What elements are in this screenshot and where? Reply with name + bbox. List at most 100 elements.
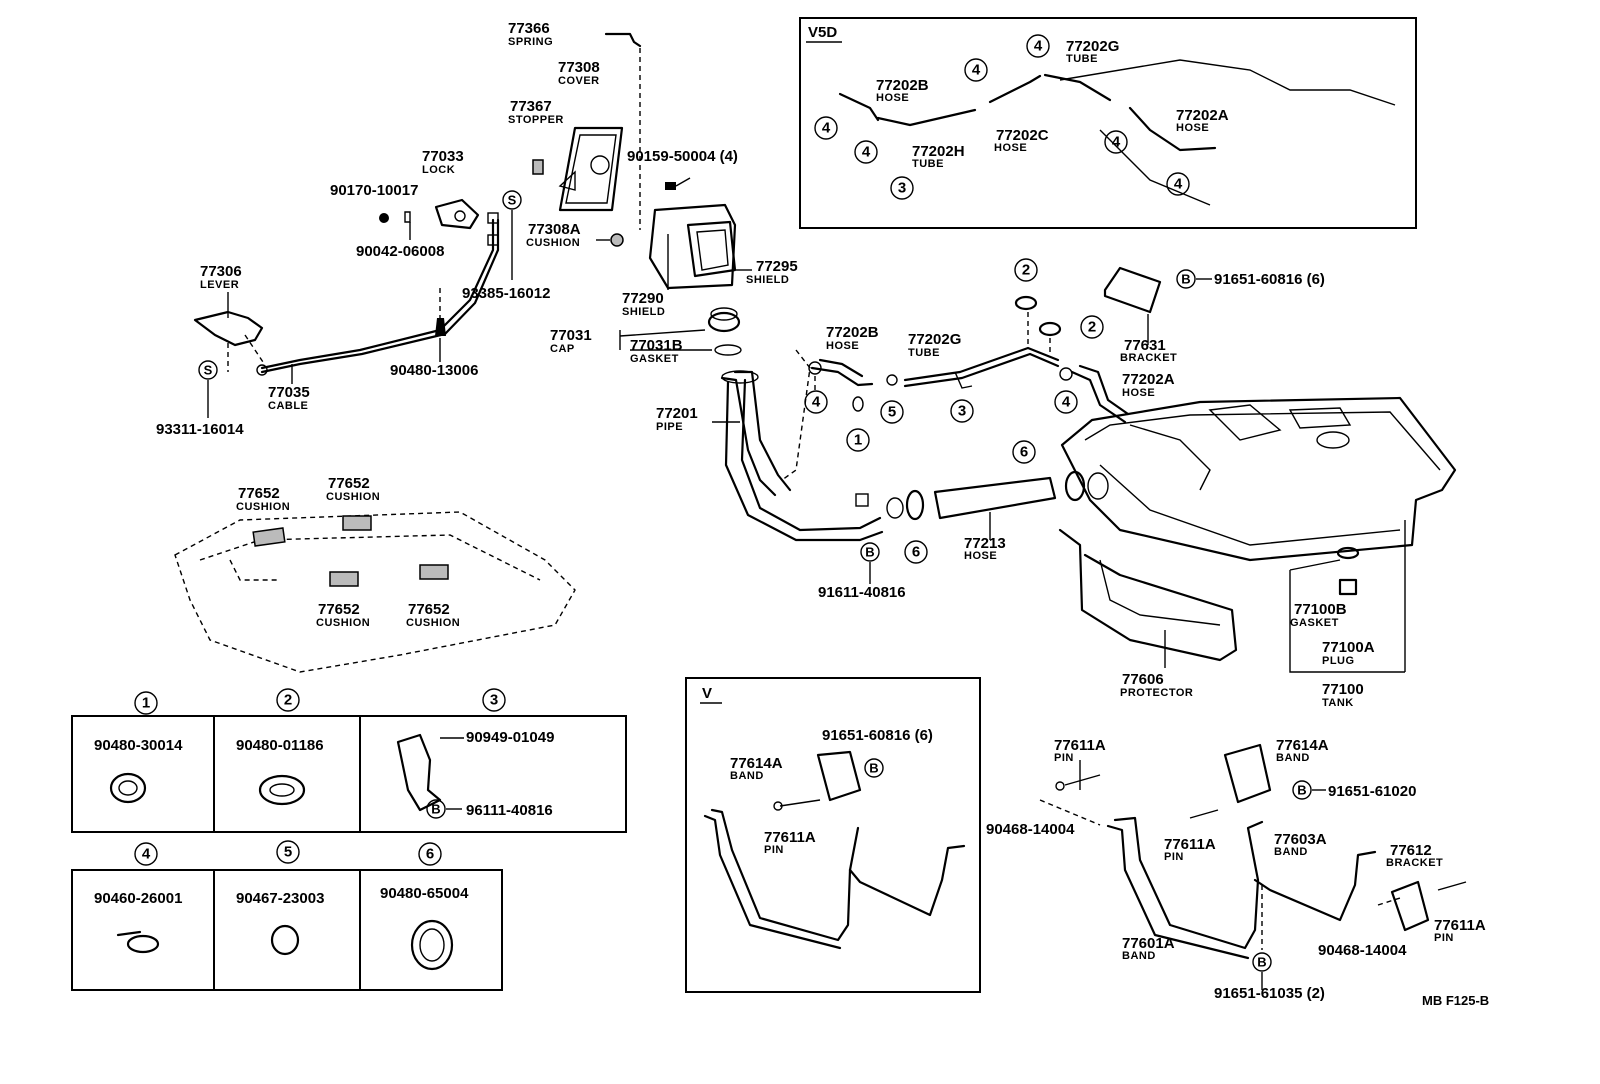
callout-3: 3 <box>898 180 906 197</box>
svg-text:77611A: 77611A <box>1434 917 1486 934</box>
svg-text:TANK: TANK <box>1322 697 1354 709</box>
svg-text:PIN: PIN <box>1434 932 1454 944</box>
callout-4: 4 <box>1112 134 1121 151</box>
callout-4: 4 <box>972 62 981 79</box>
svg-text:77295: 77295 <box>756 258 798 275</box>
label-91651-61020: 91651-61020 <box>1328 783 1416 800</box>
svg-text:GASKET: GASKET <box>630 353 679 365</box>
band-bracket-shape <box>816 750 862 802</box>
cushion-tank-outline <box>174 511 576 673</box>
svg-text:PIN: PIN <box>1054 752 1074 764</box>
svg-text:TUBE: TUBE <box>1066 53 1098 65</box>
svg-text:77213: 77213 <box>964 535 1006 552</box>
svg-text:CABLE: CABLE <box>268 400 308 412</box>
lock-shape <box>434 198 480 230</box>
band-shape <box>710 808 860 942</box>
svg-text:77202B: 77202B <box>826 324 879 341</box>
svg-text:CAP: CAP <box>550 343 575 355</box>
svg-text:SHIELD: SHIELD <box>622 306 665 318</box>
b-symbol-marker: B <box>869 761 878 776</box>
svg-text:77201: 77201 <box>656 405 698 422</box>
label-v-91651-60816: 91651-60816 (6) <box>822 727 933 744</box>
svg-text:BAND: BAND <box>1276 752 1310 764</box>
callout-markers: 1 1 2 2 2 3 3 3 4 4 4 4 4 4 4 4 4 5 5 6 … <box>134 34 1312 972</box>
bracket-77631-shape <box>1103 266 1162 314</box>
tube-v5d-shape <box>876 108 977 127</box>
svg-text:STOPPER: STOPPER <box>508 114 564 126</box>
callout-4: 4 <box>822 120 831 137</box>
svg-text:77308A: 77308A <box>528 221 581 238</box>
callout-1: 1 <box>142 695 150 712</box>
svg-text:77290: 77290 <box>622 290 664 307</box>
label-90170-10017: 90170-10017 <box>330 182 418 199</box>
svg-text:77631: 77631 <box>1124 337 1166 354</box>
b-symbol-marker: B <box>1257 955 1266 970</box>
svg-text:77652: 77652 <box>238 485 280 502</box>
label-93311-16014: 93311-16014 <box>156 421 244 438</box>
gasket-77100b-shape <box>1336 546 1360 560</box>
label-90480-30014: 90480-30014 <box>94 737 183 754</box>
svg-text:HOSE: HOSE <box>826 340 859 352</box>
svg-text:77031B: 77031B <box>630 337 683 354</box>
svg-text:77308: 77308 <box>558 59 600 76</box>
svg-text:BAND: BAND <box>1122 950 1156 962</box>
svg-text:PIN: PIN <box>764 844 784 856</box>
svg-text:CUSHION: CUSHION <box>406 617 460 629</box>
callout-1: 1 <box>854 432 862 449</box>
callout-2: 2 <box>1022 262 1030 279</box>
protector-shape <box>1058 528 1238 662</box>
svg-text:77367: 77367 <box>510 98 552 115</box>
callout-2: 2 <box>1088 319 1096 336</box>
spring-shape <box>604 32 642 48</box>
callout-4: 4 <box>1062 394 1071 411</box>
svg-text:77366: 77366 <box>508 20 550 37</box>
label-96111-40816: 96111-40816 <box>466 802 553 819</box>
svg-text:CUSHION: CUSHION <box>526 237 580 249</box>
label-90949-01049: 90949-01049 <box>466 729 554 746</box>
clamp-table <box>71 715 627 991</box>
b-symbol-marker: B <box>431 802 440 817</box>
b-symbol-marker: B <box>1297 783 1306 798</box>
pipe-shape <box>740 378 882 532</box>
b-symbol-marker: B <box>865 545 874 560</box>
stopper-shape <box>532 159 544 175</box>
callout-3: 3 <box>958 403 966 420</box>
svg-text:77202H: 77202H <box>912 143 965 160</box>
cushion-pad-shape <box>329 571 359 587</box>
svg-text:CUSHION: CUSHION <box>236 501 290 513</box>
svg-text:77100A: 77100A <box>1322 639 1375 656</box>
svg-text:GASKET: GASKET <box>1290 617 1339 629</box>
hose-77202a-shape <box>1070 370 1127 424</box>
lever-shape <box>193 310 264 347</box>
svg-text:77202G: 77202G <box>908 331 961 348</box>
callout-4: 4 <box>1174 176 1183 193</box>
svg-text:77100B: 77100B <box>1294 601 1347 618</box>
callout-4: 4 <box>1034 38 1043 55</box>
label-90159-50004: 90159-50004 (4) <box>627 148 738 165</box>
svg-text:77611A: 77611A <box>764 829 816 846</box>
s-symbol-marker: S <box>502 190 522 210</box>
svg-text:PIN: PIN <box>1164 851 1184 863</box>
